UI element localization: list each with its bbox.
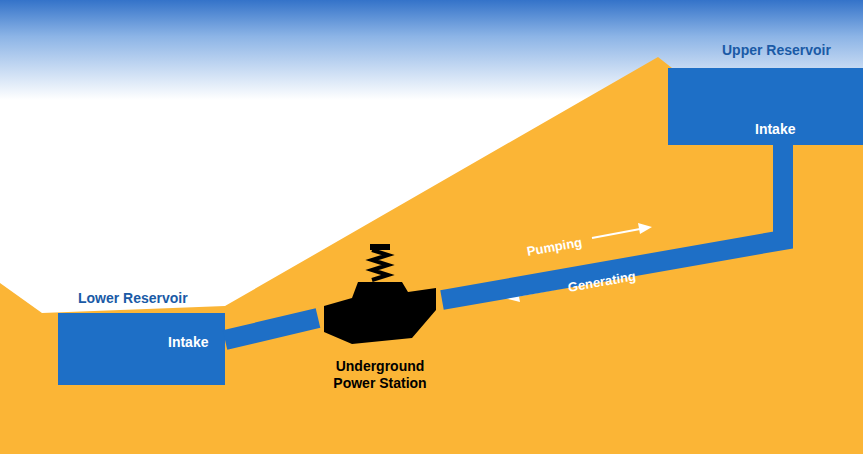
generator-shaft	[372, 250, 388, 280]
intake-label: Intake	[755, 121, 795, 138]
turbine-housing	[324, 282, 436, 344]
power-station: Underground Power Station	[318, 238, 442, 400]
pumping-arrow-head	[638, 223, 652, 234]
water-tunnel	[442, 145, 783, 300]
water-tunnel	[225, 318, 318, 340]
lower-reservoir: Lower ReservoirIntake	[58, 282, 225, 385]
upper-reservoir: Upper ReservoirIntake	[668, 30, 863, 145]
generator-cap	[370, 244, 390, 250]
node-heading: Underground Power Station	[328, 358, 432, 392]
node-heading: Upper Reservoir	[722, 42, 831, 59]
turbine-symbol	[318, 238, 442, 358]
pumping-arrow-shaft	[592, 229, 640, 238]
upper-reservoir-water	[668, 68, 863, 145]
node-heading: Lower Reservoir	[78, 290, 188, 307]
mountain	[0, 57, 863, 454]
lower-reservoir-water	[58, 313, 225, 385]
intake-label: Intake	[168, 334, 208, 351]
